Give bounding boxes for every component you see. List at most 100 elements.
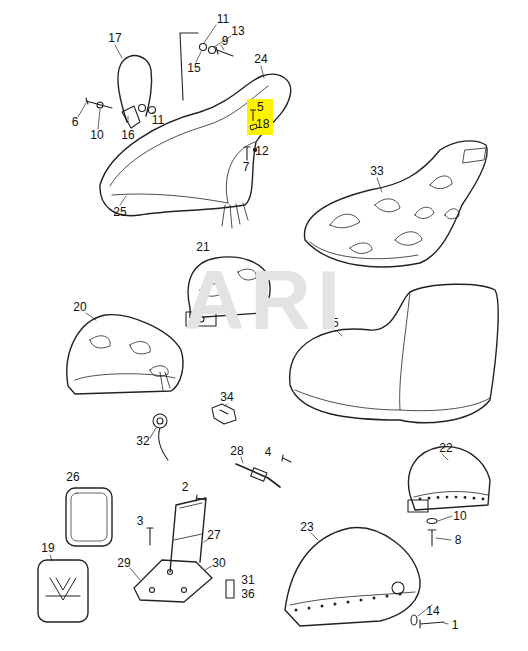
grommet-hole xyxy=(157,418,163,424)
callout-number: 3 xyxy=(137,515,144,528)
backrest-pad xyxy=(66,488,112,546)
callout-number: 27 xyxy=(207,529,220,542)
stud xyxy=(334,603,337,606)
callout-number: 2 xyxy=(182,481,189,494)
pad-emblem xyxy=(46,578,80,600)
bolt xyxy=(428,530,436,546)
stud xyxy=(455,496,458,499)
leaf-pattern xyxy=(330,176,459,254)
callout-number: 7 xyxy=(243,161,250,174)
callout-number: 16 xyxy=(121,129,134,142)
screw xyxy=(244,147,250,160)
callout-number: 14 xyxy=(426,605,439,618)
callout-number: 20 xyxy=(73,301,86,314)
callout-number: 1 xyxy=(452,619,459,632)
plate-hole xyxy=(150,588,155,593)
seat-knob xyxy=(392,582,404,594)
seat-stitching xyxy=(110,86,268,203)
seat-seam xyxy=(414,491,488,497)
leader-line xyxy=(50,555,52,561)
seat-lacing xyxy=(160,372,170,390)
callout-number: 10 xyxy=(90,129,103,142)
callout-number: 8 xyxy=(455,534,462,547)
callout-number: 29 xyxy=(117,557,130,570)
sissy-bar-crossbar xyxy=(174,503,202,540)
stud xyxy=(386,595,389,598)
washer xyxy=(139,105,146,112)
callout-number: 12 xyxy=(255,145,268,158)
bolt xyxy=(420,620,444,628)
stud xyxy=(464,496,467,499)
leader-line xyxy=(241,457,243,463)
leader-lines xyxy=(130,538,212,580)
leader-lines xyxy=(311,533,448,624)
stud-row xyxy=(295,593,402,612)
stud xyxy=(347,601,350,604)
plate-hole xyxy=(182,588,187,593)
screw xyxy=(282,455,291,462)
backrest-pad xyxy=(38,560,88,622)
callout-number: 11 xyxy=(217,13,229,26)
stud xyxy=(473,497,476,500)
stud xyxy=(373,597,376,600)
solo-seat xyxy=(285,528,420,626)
grommet xyxy=(153,414,167,428)
callout-number: 33 xyxy=(370,165,383,178)
leader-lines xyxy=(150,404,227,438)
seat-detail xyxy=(310,148,486,259)
bolt xyxy=(216,47,233,56)
callout-number: 34 xyxy=(220,391,233,404)
seat-outline xyxy=(67,315,183,394)
latch-bracket xyxy=(212,404,236,424)
stud xyxy=(482,498,485,501)
callout-number: 6 xyxy=(72,116,79,129)
strap-buckle xyxy=(251,468,267,482)
clip xyxy=(250,124,257,130)
callout-number: 30 xyxy=(212,557,225,570)
leader-lines xyxy=(78,45,154,129)
callout-number: 11 xyxy=(152,114,164,127)
seat-tassels xyxy=(222,203,248,228)
stud xyxy=(428,497,431,500)
leader-lines xyxy=(196,25,231,62)
callout-number: 25 xyxy=(113,206,126,219)
nut xyxy=(149,107,156,114)
plate-hole xyxy=(168,570,173,575)
washer xyxy=(411,615,417,625)
spacer-plate xyxy=(226,580,234,598)
washer xyxy=(200,44,207,51)
callout-number: 26 xyxy=(66,471,79,484)
leader-line xyxy=(86,313,96,320)
leader-line xyxy=(377,178,382,192)
callout-number: 10 xyxy=(453,510,466,523)
callout-number: 31 xyxy=(241,574,254,587)
callout-number: 4 xyxy=(265,446,272,459)
callout-number: 28 xyxy=(230,445,243,458)
stud xyxy=(321,605,324,608)
stud xyxy=(360,599,363,602)
strap xyxy=(236,464,280,487)
callout-number: 21 xyxy=(196,241,209,254)
stud xyxy=(308,607,311,610)
callout-number: 32 xyxy=(136,435,149,448)
stud xyxy=(446,496,449,499)
callout-number: 17 xyxy=(108,32,121,45)
callout-number: 23 xyxy=(300,521,313,534)
callout-number: 15 xyxy=(187,62,200,75)
stud xyxy=(437,496,440,499)
stud-row xyxy=(419,496,485,501)
callout-number: 22 xyxy=(439,442,452,455)
callout-number: 9 xyxy=(222,35,229,48)
callout-number: 5 xyxy=(257,101,264,114)
patterned-seat xyxy=(304,141,487,267)
screw xyxy=(147,528,153,545)
stud xyxy=(295,609,298,612)
callout-number: 36 xyxy=(241,588,254,601)
seat-outline xyxy=(100,74,291,215)
backrest-plate xyxy=(122,106,140,128)
washer xyxy=(97,102,103,108)
bolt xyxy=(86,98,112,108)
leader-lines xyxy=(120,66,264,205)
leader-lines xyxy=(436,454,452,540)
